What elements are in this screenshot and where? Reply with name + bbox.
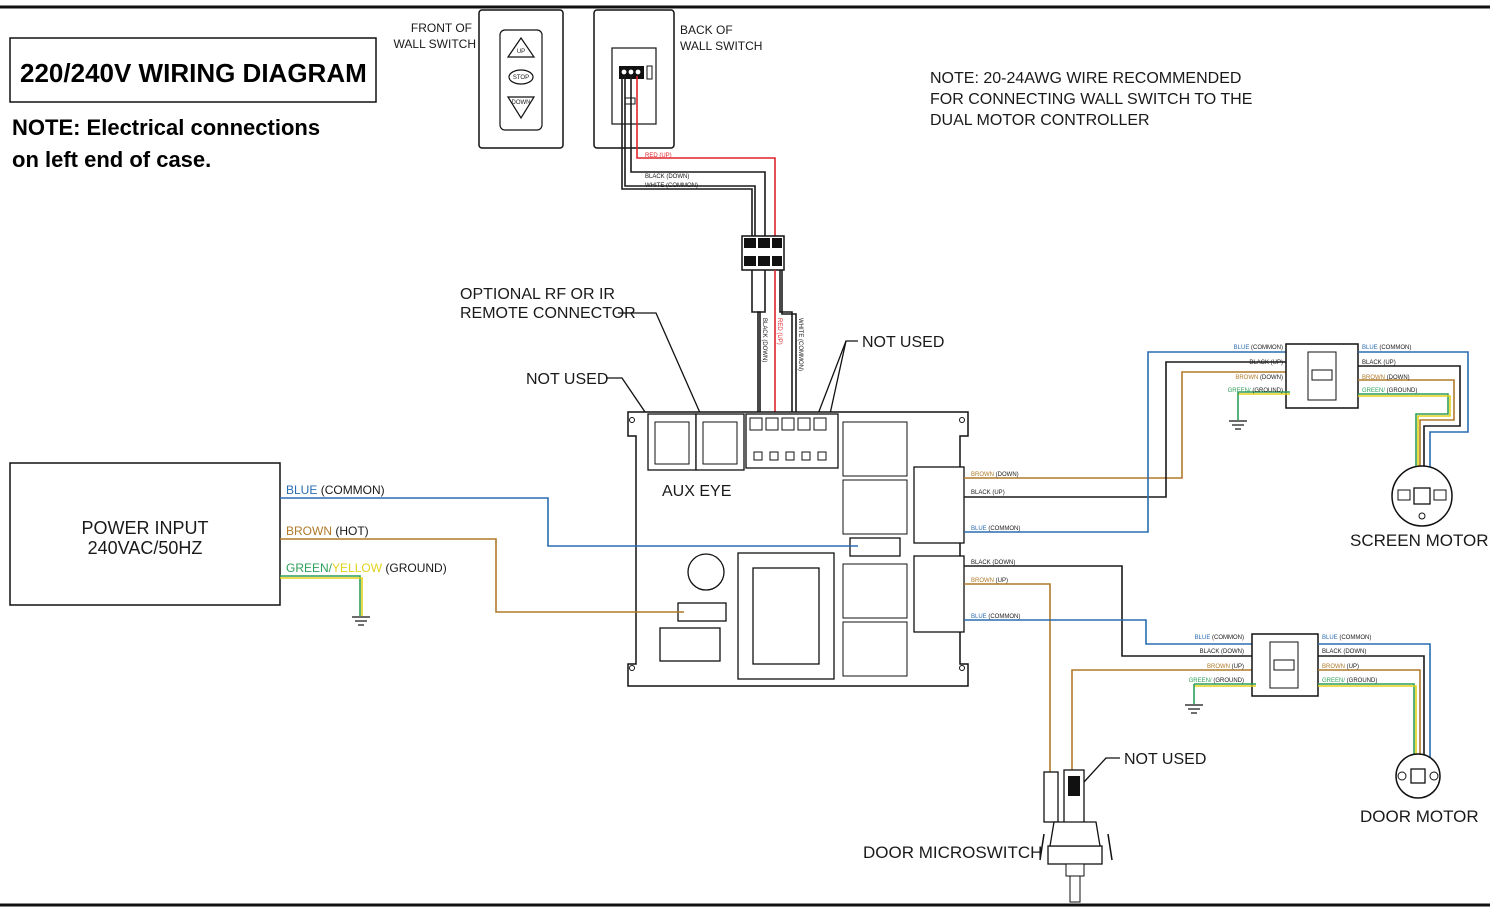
- not-used-top-leader: [829, 340, 847, 415]
- svg-text:UP: UP: [517, 49, 525, 55]
- door-conn-left-3: BROWN (UP): [1207, 664, 1244, 670]
- black-down-label: BLACK (DOWN): [645, 174, 689, 180]
- screen-conn-left-1: BLUE (COMMON): [1234, 345, 1283, 351]
- screen-motor-icon: [1391, 465, 1453, 527]
- power-ground-label: GREEN/YELLOW (GROUND): [286, 561, 447, 575]
- title-box: [9, 37, 377, 103]
- screen-relay-terminals: [913, 466, 965, 544]
- door-conn-right-2: BLACK (DOWN): [1322, 649, 1366, 655]
- front-switch-label-2: WALL SWITCH: [394, 37, 476, 51]
- screen-output-wires: [964, 351, 1290, 533]
- white-common-label: WHITE (COMMON): [645, 183, 698, 189]
- back-switch-label-1: BACK OF: [680, 23, 733, 37]
- door-ground-icon: [1185, 704, 1203, 714]
- svg-text:DOWN: DOWN: [512, 100, 531, 106]
- screen-motor-label: SCREEN MOTOR: [1350, 531, 1489, 550]
- diagram-title: 220/240V WIRING DIAGRAM: [20, 58, 367, 88]
- screen-conn-right-1: BLUE (COMMON): [1362, 345, 1411, 351]
- power-input-box: [9, 462, 281, 606]
- screen-conn-right-2: BLACK (UP): [1362, 360, 1396, 366]
- not-used-micro-label: NOT USED: [1124, 751, 1206, 768]
- screen-motor-wires: [1358, 351, 1469, 468]
- dual-motor-controller: AUX EYE: [627, 411, 969, 687]
- screen-conn-right-3: BROWN (DOWN): [1362, 375, 1410, 381]
- power-brown-label: BROWN (HOT): [286, 524, 369, 538]
- screen-conn-right-4: GREEN/ (GROUND): [1362, 388, 1417, 394]
- aux-eye-label: AUX EYE: [662, 483, 731, 500]
- remote-connector-label-2: REMOTE CONNECTOR: [460, 305, 636, 322]
- not-used-micro-leader: [1083, 757, 1120, 783]
- door-conn-left-4: GREEN/ (GROUND): [1189, 678, 1244, 684]
- board-capacitor: [687, 553, 725, 591]
- splice-to-board-wires: [751, 270, 797, 418]
- not-used-left-label: NOT USED: [526, 371, 608, 388]
- note-right-line-1: NOTE: 20-24AWG WIRE RECOMMENDED: [930, 70, 1241, 87]
- screen-out-brown: BROWN (DOWN): [971, 472, 1019, 478]
- power-input-label-1: POWER INPUT: [81, 518, 208, 538]
- power-ground-icon: [352, 616, 370, 626]
- note-left-line-1: NOTE: Electrical connections: [12, 115, 320, 140]
- red-up-label: RED (UP): [645, 153, 672, 159]
- vert-white-label: WHITE (COMMON): [797, 318, 803, 371]
- remote-leader: [618, 312, 713, 441]
- power-blue-label: BLUE (COMMON): [286, 483, 385, 497]
- door-microswitch-label: DOOR MICROSWITCH: [863, 843, 1042, 862]
- door-motor-wires: [1318, 643, 1431, 762]
- wall-switch-back: [593, 9, 675, 149]
- door-conn-right-1: BLUE (COMMON): [1322, 635, 1371, 641]
- door-out-blue: BLUE (COMMON): [971, 614, 1020, 620]
- up-arrow-icon: [506, 36, 536, 58]
- screen-ground-icon: [1229, 420, 1247, 430]
- door-conn-left-2: BLACK (DOWN): [1200, 649, 1244, 655]
- screen-conn-left-4: GREEN/ (GROUND): [1228, 388, 1283, 394]
- door-out-brown: BROWN (UP): [971, 578, 1008, 584]
- stop-button-icon: [508, 69, 534, 85]
- back-switch-label-2: WALL SWITCH: [680, 39, 762, 53]
- wall-switch-front: UP STOP DOWN: [478, 9, 564, 149]
- screen-motor-connector: [1285, 343, 1359, 409]
- door-conn-right-4: GREEN/ (GROUND): [1322, 678, 1377, 684]
- note-right-line-3: DUAL MOTOR CONTROLLER: [930, 112, 1150, 129]
- screen-out-blue: BLUE (COMMON): [971, 526, 1020, 532]
- vert-red-label: RED (UP): [776, 318, 782, 345]
- screen-out-black: BLACK (UP): [971, 490, 1005, 496]
- door-motor-icon: [1395, 753, 1441, 799]
- screen-conn-left-3: BROWN (DOWN): [1235, 375, 1283, 381]
- common-connector: [849, 537, 901, 557]
- power-input-label-2: 240VAC/50HZ: [88, 538, 203, 558]
- door-out-black: BLACK (DOWN): [971, 560, 1015, 566]
- not-used-top-label: NOT USED: [862, 334, 944, 351]
- door-motor-label: DOOR MOTOR: [1360, 807, 1479, 826]
- door-output-wires: [964, 565, 1256, 776]
- power-connector: [677, 602, 727, 622]
- screen-conn-left-2: BLACK (UP): [1249, 360, 1283, 366]
- door-microswitch-icon: [1039, 769, 1113, 903]
- terminal-block: [745, 413, 839, 469]
- splice-connector: [741, 235, 785, 271]
- door-relay-terminals: [913, 555, 965, 633]
- note-right-line-2: FOR CONNECTING WALL SWITCH TO THE: [930, 91, 1252, 108]
- door-motor-connector: [1251, 633, 1319, 697]
- down-arrow-icon: [506, 96, 536, 120]
- door-conn-right-3: BROWN (UP): [1322, 664, 1359, 670]
- svg-text:STOP: STOP: [513, 75, 529, 81]
- front-switch-label-1: FRONT OF: [411, 21, 472, 35]
- power-wires: [280, 497, 858, 616]
- remote-connector-label-1: OPTIONAL RF OR IR: [460, 286, 615, 303]
- note-left-line-2: on left end of case.: [12, 147, 211, 172]
- vert-black-label: BLACK (DOWN): [761, 318, 767, 362]
- switch-harness: [621, 76, 776, 237]
- door-conn-left-1: BLUE (COMMON): [1195, 635, 1244, 641]
